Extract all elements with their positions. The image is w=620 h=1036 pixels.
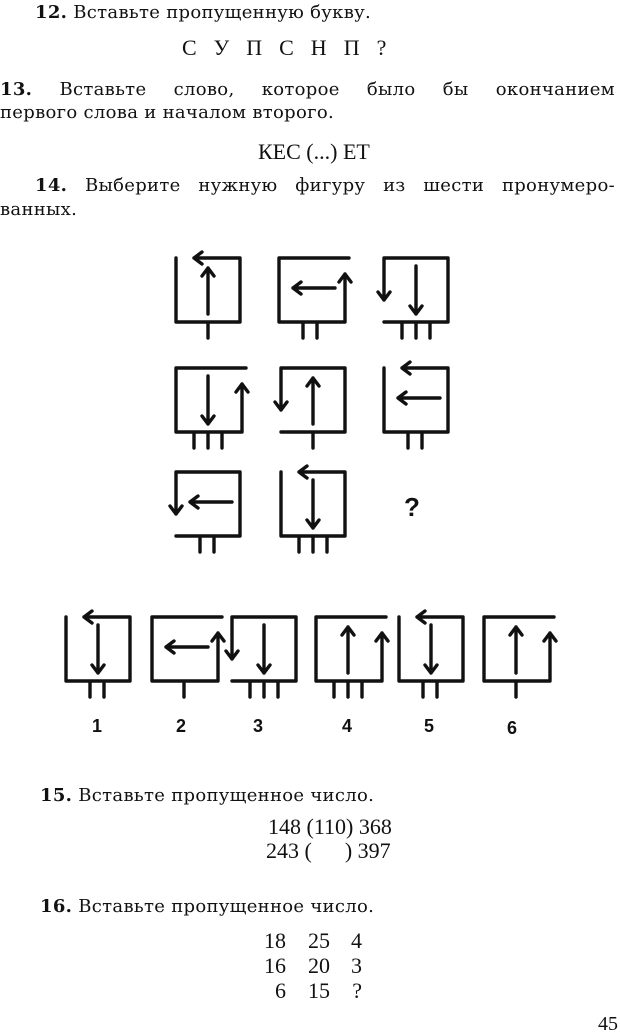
q16-text: Вставьте пропущенное число. bbox=[78, 896, 375, 917]
figure-strokes bbox=[168, 470, 242, 554]
cell: 4 bbox=[351, 928, 362, 953]
figure-strokes bbox=[482, 615, 558, 699]
q14-line1: 14. Выберите нужную фигуру из шести прон… bbox=[0, 175, 615, 197]
matrix-figure-4 bbox=[174, 366, 250, 450]
figure-strokes bbox=[279, 464, 347, 554]
option-label-2: 2 bbox=[176, 716, 187, 736]
q14-number: 14. bbox=[35, 175, 68, 196]
option-figure-1[interactable] bbox=[60, 609, 140, 703]
figure-strokes bbox=[64, 609, 132, 699]
matrix-figure-7 bbox=[168, 470, 242, 554]
figure-strokes bbox=[150, 615, 226, 699]
matrix-figure-3 bbox=[376, 256, 450, 340]
matrix-figure-5 bbox=[273, 366, 347, 450]
q12-text: Вставьте пропущенную букву. bbox=[73, 2, 372, 23]
q13-number: 13. bbox=[0, 79, 33, 100]
q12-heading: 12. Вставьте пропущенную букву. bbox=[35, 2, 371, 24]
cell: 20 bbox=[308, 953, 330, 978]
q16-heading: 16. Вставьте пропущенное число. bbox=[40, 896, 374, 918]
cell: 18 bbox=[264, 928, 286, 953]
cell: 3 bbox=[351, 953, 362, 978]
matrix-figure-1 bbox=[174, 250, 242, 340]
q13-text: Вставьте слово, которое было бы окончани… bbox=[59, 79, 615, 100]
q15-number: 15. bbox=[40, 785, 73, 806]
q13-line1: 13. Вставьте слово, которое было бы окон… bbox=[0, 79, 615, 101]
q15-row2: 243 ( ) 397 bbox=[266, 838, 391, 863]
page-number: 45 bbox=[598, 1013, 618, 1035]
q14-text: Выберите нужную фигуру из шести пронумер… bbox=[84, 175, 615, 196]
option-label-6: 6 bbox=[507, 718, 518, 738]
cell: 16 bbox=[264, 953, 286, 978]
matrix-figure-2 bbox=[277, 256, 353, 340]
option-figure-4[interactable] bbox=[310, 611, 390, 703]
figure-strokes bbox=[224, 615, 298, 699]
q14-line2: ванных. bbox=[0, 199, 78, 220]
option-label-3: 3 bbox=[253, 716, 264, 736]
q12-number: 12. bbox=[35, 2, 68, 23]
option-label-5: 5 bbox=[424, 716, 435, 736]
q13-line2: первого слова и началом второго. bbox=[0, 102, 335, 123]
option-figure-6[interactable] bbox=[478, 611, 558, 703]
option-label-4: 4 bbox=[342, 716, 353, 736]
option-figure-2[interactable] bbox=[146, 611, 226, 703]
figure-strokes bbox=[314, 615, 390, 699]
missing-figure-mark: ? bbox=[404, 492, 420, 522]
q15-heading: 15. Вставьте пропущенное число. bbox=[40, 785, 374, 807]
option-figure-5[interactable] bbox=[393, 609, 473, 703]
q15-row1: 148 (110) 368 bbox=[268, 814, 392, 839]
cell: ? bbox=[352, 978, 362, 1003]
q15-text: Вставьте пропущенное число. bbox=[78, 785, 375, 806]
figure-strokes bbox=[397, 609, 465, 699]
figure-strokes bbox=[174, 250, 242, 340]
matrix-figure-6 bbox=[382, 360, 450, 450]
matrix-figure-8 bbox=[279, 464, 347, 554]
q13-puzzle: КЕС (...) ЕТ bbox=[258, 139, 370, 164]
figure-strokes bbox=[277, 256, 353, 340]
option-label-1: 1 bbox=[92, 716, 103, 736]
figure-strokes bbox=[382, 360, 450, 450]
cell: 25 bbox=[308, 928, 330, 953]
cell: 15 bbox=[308, 978, 330, 1003]
q16-number: 16. bbox=[40, 896, 73, 917]
cell: 6 bbox=[275, 978, 286, 1003]
figure-strokes bbox=[376, 256, 450, 340]
q12-sequence: С У П С Н П ? bbox=[182, 35, 389, 60]
option-figure-3[interactable] bbox=[224, 611, 306, 703]
figure-strokes bbox=[273, 366, 347, 450]
figure-strokes bbox=[174, 366, 250, 450]
